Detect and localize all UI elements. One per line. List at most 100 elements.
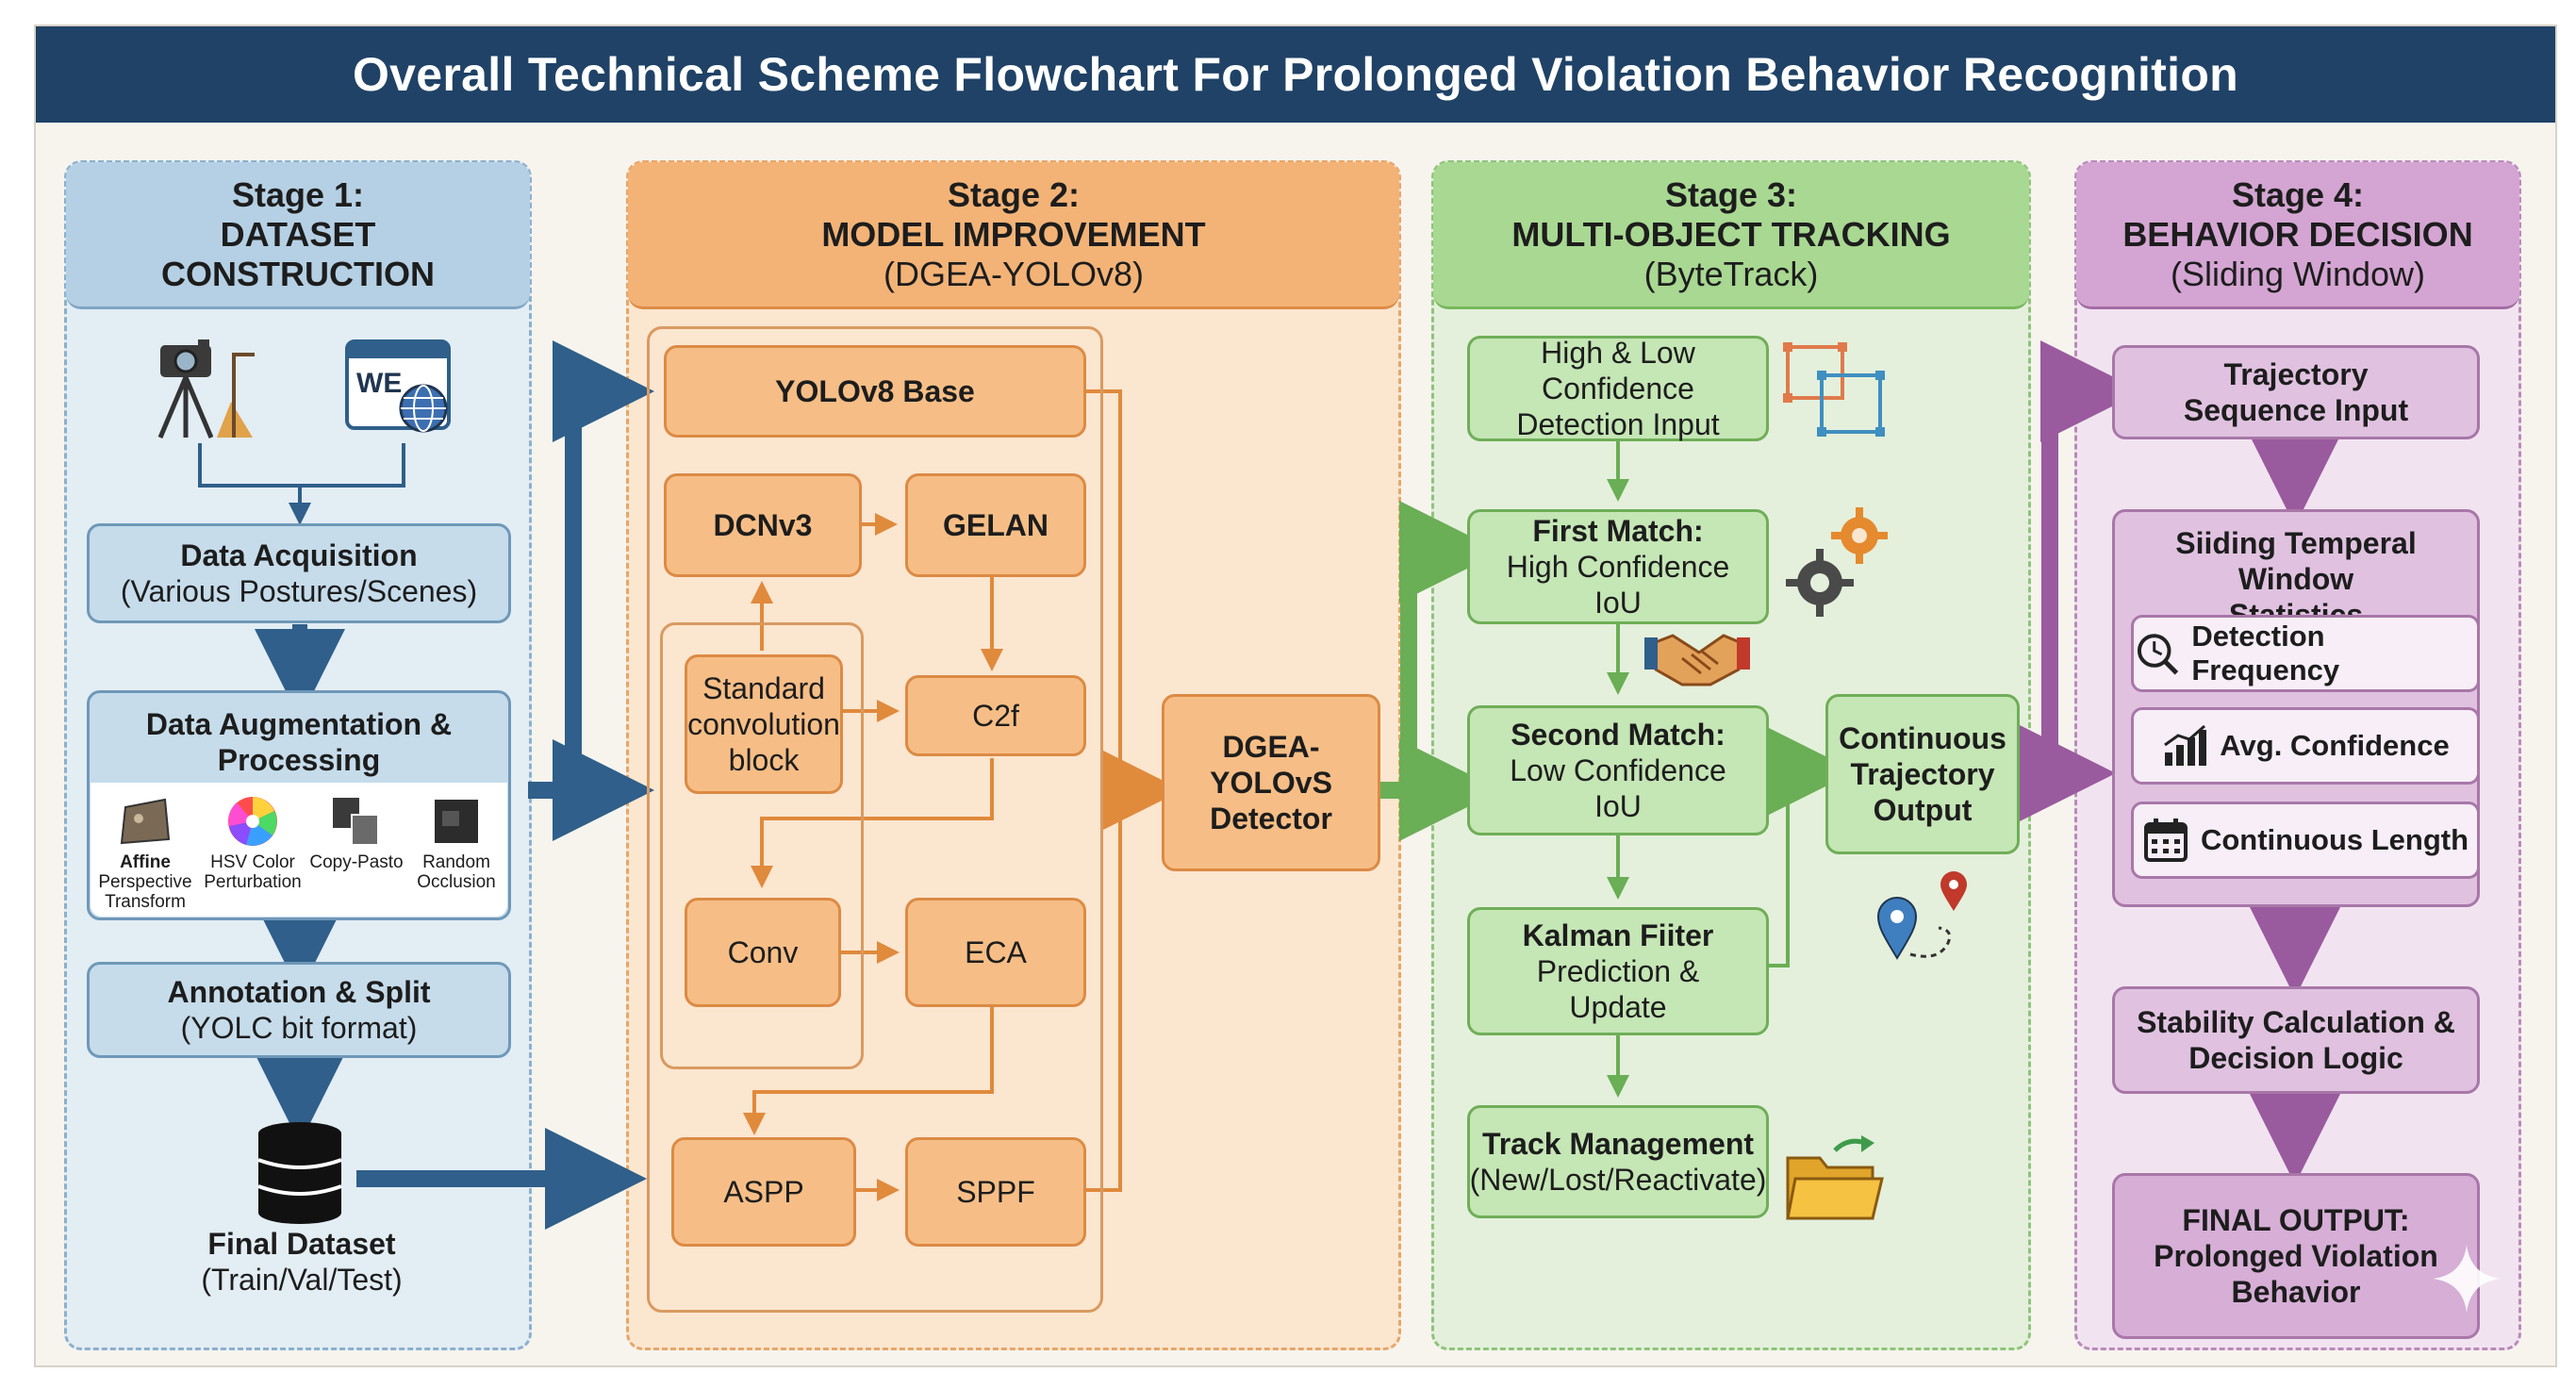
dcnv3-label: DCNv3 <box>713 508 813 542</box>
kalman-line3: Update <box>1569 990 1667 1024</box>
folder-icon <box>1786 1135 1884 1220</box>
detection-input-line2: Detection Input <box>1516 407 1720 441</box>
calendar-icon <box>2143 819 2188 862</box>
stage4-subtitle: (Sliding Window) <box>2170 254 2426 293</box>
stat-detection-frequency-label: Detection Frequency <box>2191 620 2340 686</box>
gelan-label: GELAN <box>943 508 1049 542</box>
final-dataset-sub: (Train/Val/Test) <box>201 1263 403 1297</box>
track-line1: Track Management <box>1481 1127 1755 1161</box>
map-pins-icon <box>1876 871 1967 960</box>
stage2-title: MODEL IMPROVEMENT <box>821 214 1206 254</box>
aug-affine-line1: Affine <box>120 852 171 872</box>
stability-calculation-box: Stability Calculation & Decision Logic <box>2112 986 2480 1094</box>
aug-item-affine: Affine Perspective Transform <box>94 794 196 912</box>
web-icon-text: WE <box>356 368 403 399</box>
stability-line1: Stability Calculation & <box>2137 1005 2455 1039</box>
stage3-to-stage4-connectors <box>2014 340 2340 1184</box>
stage2-number: Stage 2: <box>947 174 1081 214</box>
aspp-label: ASPP <box>723 1175 804 1209</box>
aspp-box: ASPP <box>671 1137 856 1247</box>
window-line1: Siiding Temperal Window <box>2175 526 2417 596</box>
second-match-line2: Low Confidence <box>1510 753 1726 787</box>
std-conv-line2: convolution <box>687 707 840 741</box>
final-line2: Prolonged Violation <box>2154 1239 2438 1273</box>
stat-continuous-length: Continuous Length <box>2131 802 2480 879</box>
aug-occlusion-line2: Occlusion <box>417 872 496 892</box>
first-match-line1: First Match: <box>1532 514 1704 548</box>
arrow-branch-to-traj <box>2022 383 2084 782</box>
continuous-line1: Continuous <box>1839 721 2006 755</box>
handshake-icon <box>1644 634 1750 686</box>
icons-join-line <box>198 443 405 488</box>
stat-avg-confidence-label: Avg. Confidence <box>2220 729 2450 762</box>
annotation-title: Annotation & Split <box>167 975 431 1009</box>
final-dataset-label: Final Dataset (Train/Val/Test) <box>123 1226 481 1298</box>
detector-box: DGEA-YOLOvS Detector <box>1162 694 1380 871</box>
stage2-header: Stage 2: MODEL IMPROVEMENT (DGEA-YOLOv8) <box>628 162 1399 309</box>
arrow-branch-up <box>528 383 596 799</box>
aug-affine-line3: Transform <box>105 892 186 912</box>
stage1-header: Stage 1: DATASET CONSTRUCTION <box>66 162 530 309</box>
final-line1: FINAL OUTPUT: <box>2182 1203 2410 1237</box>
stability-line2: Decision Logic <box>2188 1041 2403 1075</box>
gelan-box: GELAN <box>905 473 1086 577</box>
aug-copy-line1: Copy-Pasto <box>309 852 404 872</box>
std-conv-line1: Standard <box>702 671 825 705</box>
dcnv3-box: DCNv3 <box>664 473 862 577</box>
eca-box: ECA <box>905 898 1086 1007</box>
eca-label: ECA <box>965 935 1027 969</box>
kalman-filter-box: Kalman Fiiter Prediction & Update <box>1467 907 1769 1035</box>
std-conv-line3: block <box>728 743 800 777</box>
continuous-line3: Output <box>1873 793 1973 827</box>
annotation-sub: (YOLC bit format) <box>180 1011 418 1045</box>
kalman-line2: Prediction & <box>1536 954 1700 988</box>
kalman-line1: Kalman Fiiter <box>1522 918 1714 952</box>
c2f-box: C2f <box>905 675 1086 756</box>
c2f-label: C2f <box>972 699 1019 733</box>
stage4-title: BEHAVIOR DECISION <box>2122 214 2473 254</box>
aug-item-copy-paste: Copy-Pasto <box>307 794 405 872</box>
sppf-label: SPPF <box>956 1175 1035 1209</box>
yolov8-base-label: YOLOv8 Base <box>775 374 975 408</box>
detector-line2: Detector <box>1210 802 1332 835</box>
random-occlusion-icon <box>435 800 478 843</box>
continuous-line2: Trajectory <box>1850 757 1995 791</box>
stat-detection-frequency: Detection Frequency <box>2131 615 2480 692</box>
track-management-box: Track Management (New/Lost/Reactivate) <box>1467 1105 1769 1218</box>
final-dataset-title: Final Dataset <box>207 1227 396 1261</box>
first-match-line2: High Confidence IoU <box>1506 550 1730 620</box>
data-acquisition-box: Data Acquisition (Various Postures/Scene… <box>87 523 511 623</box>
first-match-box: First Match: High Confidence IoU <box>1467 509 1769 624</box>
track-line2: (New/Lost/Reactivate) <box>1469 1163 1767 1197</box>
annotation-split-box: Annotation & Split (YOLC bit format) <box>87 962 511 1058</box>
stage2-subtitle: (DGEA-YOLOv8) <box>883 254 1145 293</box>
camera-construction-icon <box>157 339 255 438</box>
gears-icon <box>1786 507 1888 617</box>
traj-line1: Trajectory <box>2223 357 2369 391</box>
sppf-box: SPPF <box>905 1137 1086 1247</box>
sparkle-icon <box>2433 1245 2501 1313</box>
trajectory-input-box: Trajectory Sequence Input <box>2112 345 2480 439</box>
data-acquisition-sub: (Various Postures/Scenes) <box>120 574 478 608</box>
aug-item-occlusion: Random Occlusion <box>407 794 505 892</box>
detector-line1: DGEA-YOLOvS <box>1210 730 1332 800</box>
stage3-header: Stage 3: MULTI-OBJECT TRACKING (ByteTrac… <box>1433 162 2029 309</box>
database-icon <box>257 1122 342 1224</box>
continuous-trajectory-box: Continuous Trajectory Output <box>1825 694 2020 854</box>
affine-transform-icon <box>120 798 171 845</box>
conv-box: Conv <box>685 898 841 1007</box>
stage3-title: MULTI-OBJECT TRACKING <box>1511 214 1951 254</box>
kalman-feedback-line <box>1769 788 1790 967</box>
clock-search-icon <box>2137 634 2179 675</box>
backbone-group-outline <box>647 326 1103 1313</box>
stage1-title-line1: DATASET <box>220 214 376 254</box>
stage1-connectors <box>198 340 654 1230</box>
aug-affine-line2: Perspective <box>98 872 192 892</box>
final-line3: Behavior <box>2231 1275 2361 1309</box>
data-acquisition-title: Data Acquisition <box>180 538 418 572</box>
stage3-number: Stage 3: <box>1664 174 1798 214</box>
stage3-connectors <box>1607 441 1856 1098</box>
traj-line2: Sequence Input <box>2183 393 2409 427</box>
aug-item-hsv: HSV Color Perturbation <box>198 794 307 892</box>
